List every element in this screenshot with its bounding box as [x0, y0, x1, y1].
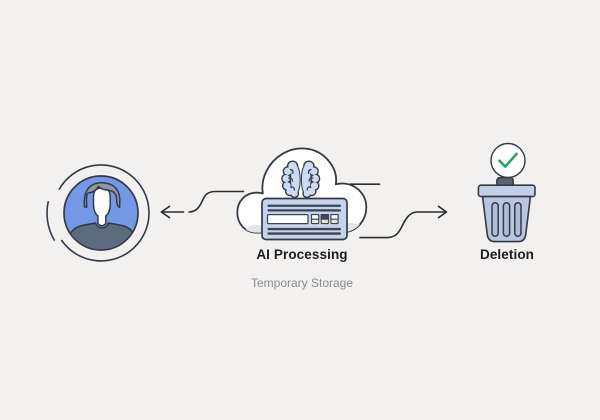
deletion-label: Deletion: [479, 247, 535, 262]
trash-checkmark-icon: [477, 142, 536, 243]
avatar-ring: [46, 164, 150, 262]
server-icon: [261, 197, 348, 241]
flow-arrow-left: [160, 190, 245, 219]
trash-slots: [491, 202, 522, 238]
ai-processing-label: AI Processing: [256, 247, 348, 262]
server-stripes: [267, 204, 341, 235]
trash-icon: [477, 176, 536, 243]
avatar-shirt: [67, 222, 137, 250]
trash-lid: [477, 184, 536, 198]
flow-arrow-right: [359, 205, 448, 239]
user-avatar-icon: [46, 164, 150, 262]
server-display-bar: [266, 214, 309, 225]
avatar-hair: [83, 181, 121, 209]
checkmark-icon: [490, 142, 526, 179]
cloud-ai-server-icon: [236, 147, 381, 241]
arrowhead-left-icon: [160, 205, 171, 219]
temporary-storage-label: Temporary Storage: [250, 276, 354, 290]
server-buttons: [310, 214, 339, 225]
arrowhead-right-icon: [437, 205, 448, 219]
